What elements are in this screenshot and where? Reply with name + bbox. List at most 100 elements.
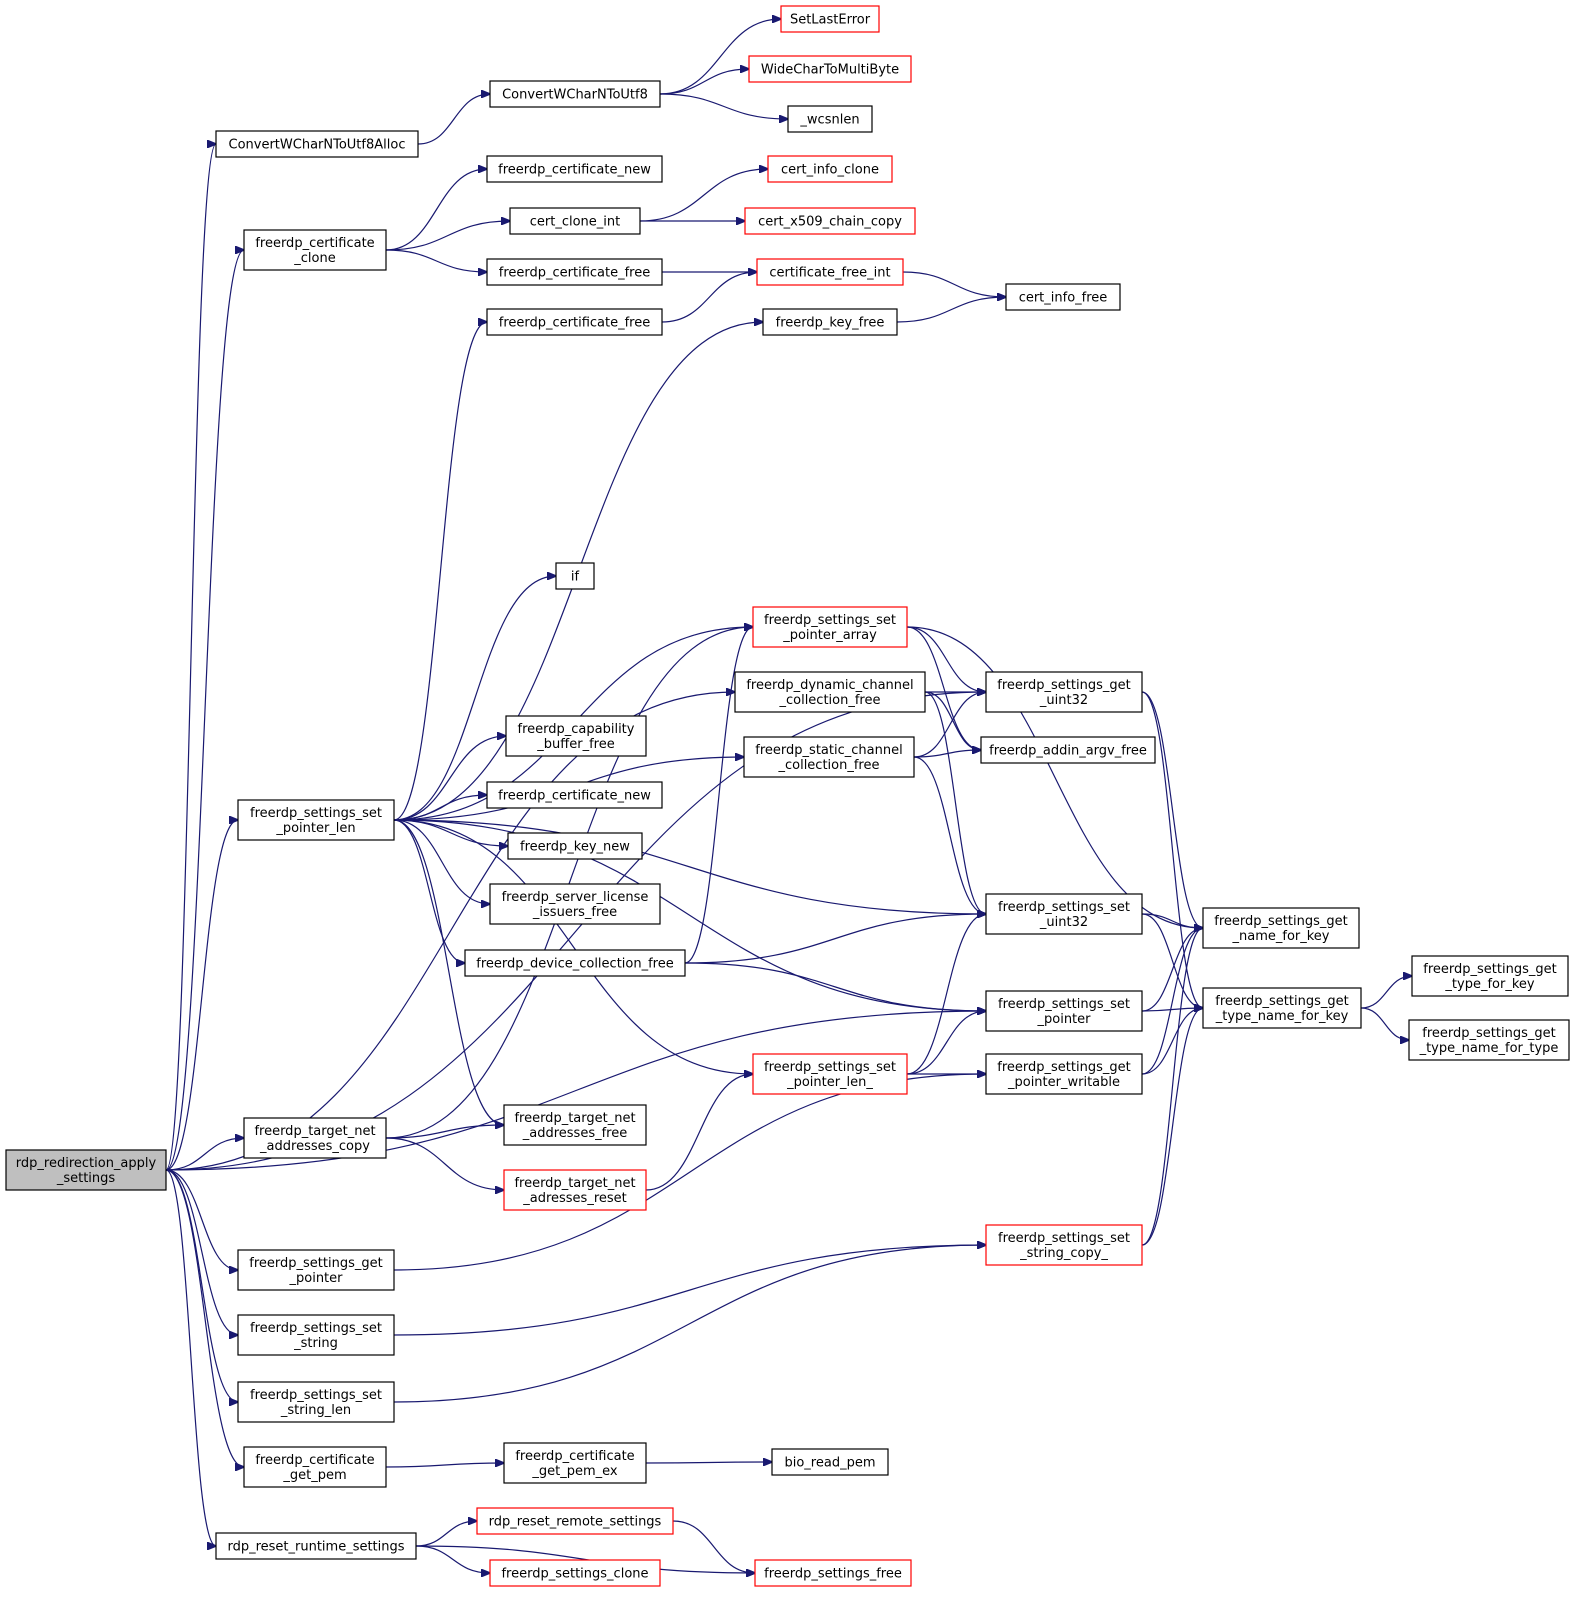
- node-freerdp-capability-buffer-free[interactable]: freerdp_capability_buffer_free: [505, 715, 647, 757]
- node-box: [5, 1149, 167, 1191]
- node-label-line: certificate_free_int: [769, 266, 890, 281]
- node-freerdp-settings-get-type-name-for-type[interactable]: freerdp_settings_get_type_name_for_type: [1408, 1019, 1570, 1061]
- node-box: [985, 893, 1143, 935]
- edge-convertwcharntoutf8-to-setlasterror: [659, 19, 781, 95]
- edge-freerdp-dynamic-channel-collection-free-to-freerdp-settings-set-uint32: [924, 691, 986, 914]
- node-bio-read-pem[interactable]: bio_read_pem: [771, 1448, 889, 1476]
- node-cert-clone-int[interactable]: cert_clone_int: [509, 207, 641, 235]
- node-freerdp-settings-set-uint32[interactable]: freerdp_settings_set_uint32: [985, 893, 1143, 935]
- node-label-line: _collection_free: [778, 693, 880, 708]
- node-box: [780, 5, 880, 33]
- edge-freerdp-static-channel-collection-free-to-freerdp-settings-get-uint32: [913, 692, 986, 758]
- node-freerdp-settings-get-type-name-for-key[interactable]: freerdp_settings_get_type_name_for_key: [1202, 987, 1362, 1029]
- edge-certificate-free-int-to-cert-info-free: [902, 271, 1006, 297]
- node-if[interactable]: if: [555, 562, 595, 590]
- node-label-line: _addresses_free: [522, 1126, 627, 1141]
- node-setlasterror[interactable]: SetLastError: [780, 5, 880, 33]
- node-convertwcharntoutf8alloc[interactable]: ConvertWCharNToUtf8Alloc: [215, 130, 419, 158]
- node-certificate-free-int[interactable]: certificate_free_int: [756, 258, 904, 286]
- node-freerdp-dynamic-channel-collection-free[interactable]: freerdp_dynamic_channel_collection_free: [734, 671, 926, 713]
- node-box: [555, 562, 595, 590]
- edge-freerdp-settings-set-pointer-len-to-freerdp-target-net-addresses-free: [393, 819, 504, 1125]
- edge-rdp-redirection-apply-settings-to-rdp-reset-runtime-settings: [165, 1169, 216, 1546]
- edge-freerdp-settings-get-type-name-for-key-to-freerdp-settings-get-type-name-for-type: [1360, 1007, 1409, 1040]
- edge-freerdp-settings-get-uint32-to-freerdp-settings-get-type-name-for-key: [1141, 691, 1203, 1008]
- node-label-line: _adresses_reset: [522, 1191, 627, 1206]
- node-freerdp-target-net-adresses-reset[interactable]: freerdp_target_net_adresses_reset: [503, 1169, 647, 1211]
- node-freerdp-target-net-addresses-copy[interactable]: freerdp_target_net_addresses_copy: [243, 1117, 387, 1159]
- node-widechartomultibyte[interactable]: WideCharToMultiByte: [748, 55, 912, 83]
- node-box: [787, 105, 873, 133]
- node-box: [486, 781, 663, 809]
- node-label-line: freerdp_settings_get: [1214, 914, 1347, 929]
- node-label-line: rdp_redirection_apply: [16, 1156, 157, 1171]
- node-freerdp-settings-get-pointer[interactable]: freerdp_settings_get_pointer: [237, 1249, 395, 1291]
- node-freerdp-certificate-clone[interactable]: freerdp_certificate_clone: [243, 229, 387, 271]
- edge-freerdp-certificate-clone-to-freerdp-certificate-new-top: [385, 169, 487, 251]
- node-freerdp-settings-free[interactable]: freerdp_settings_free: [754, 1559, 912, 1587]
- node-box: [752, 1053, 908, 1095]
- node-freerdp-settings-get-type-for-key[interactable]: freerdp_settings_get_type_for_key: [1411, 955, 1569, 997]
- node-cert-info-free[interactable]: cert_info_free: [1005, 283, 1121, 311]
- edge-freerdp-settings-set-string-copy-to-freerdp-settings-get-type-name-for-key: [1141, 1008, 1203, 1246]
- node-freerdp-settings-get-uint32[interactable]: freerdp_settings_get_uint32: [985, 671, 1143, 713]
- node-label-line: freerdp_settings_get: [1423, 962, 1556, 977]
- node-label-line: _type_name_for_type: [1419, 1041, 1559, 1056]
- node-wcsnlen[interactable]: _wcsnlen: [787, 105, 873, 133]
- node-freerdp-certificate-free-a[interactable]: freerdp_certificate_free: [486, 258, 663, 286]
- nodes-layer: rdp_redirection_apply_settings ConvertWCh…: [5, 5, 1570, 1587]
- node-label-line: freerdp_settings_set: [764, 613, 896, 628]
- edge-rdp-redirection-apply-settings-to-freerdp-target-net-addresses-copy: [165, 1138, 244, 1171]
- node-convertwcharntoutf8[interactable]: ConvertWCharNToUtf8: [489, 80, 661, 108]
- edge-freerdp-settings-set-pointer-array-to-freerdp-addin-argv-free: [906, 626, 981, 750]
- node-freerdp-key-new[interactable]: freerdp_key_new: [507, 832, 643, 860]
- node-label-line: freerdp_certificate_new: [498, 789, 651, 804]
- edge-freerdp-settings-set-pointer-len-to-freerdp-capability-buffer-free: [393, 736, 506, 821]
- node-freerdp-certificate-get-pem[interactable]: freerdp_certificate_get_pem: [243, 1446, 387, 1488]
- node-freerdp-settings-get-name-for-key[interactable]: freerdp_settings_get_name_for_key: [1202, 907, 1360, 949]
- node-label-line: freerdp_capability: [518, 722, 635, 737]
- node-rdp-reset-remote-settings[interactable]: rdp_reset_remote_settings: [476, 1507, 674, 1535]
- node-label-line: _uint32: [1039, 693, 1088, 708]
- node-freerdp-addin-argv-free[interactable]: freerdp_addin_argv_free: [980, 736, 1156, 764]
- node-freerdp-settings-clone[interactable]: freerdp_settings_clone: [489, 1559, 661, 1587]
- node-label-line: freerdp_certificate: [255, 236, 374, 251]
- edge-freerdp-settings-set-uint32-to-freerdp-settings-get-type-name-for-key: [1141, 913, 1203, 1008]
- node-freerdp-settings-set-pointer-array[interactable]: freerdp_settings_set_pointer_array: [752, 606, 908, 648]
- node-freerdp-certificate-free-b[interactable]: freerdp_certificate_free: [486, 308, 663, 336]
- node-freerdp-settings-set-string-len[interactable]: freerdp_settings_set_string_len: [237, 1381, 395, 1423]
- node-box: [476, 1507, 674, 1535]
- node-freerdp-settings-set-pointer-len[interactable]: freerdp_settings_set_pointer_len: [237, 799, 395, 841]
- node-freerdp-key-free[interactable]: freerdp_key_free: [762, 308, 898, 336]
- node-freerdp-certificate-new-mid[interactable]: freerdp_certificate_new: [486, 781, 663, 809]
- edge-rdp-redirection-apply-settings-to-freerdp-certificate-clone: [165, 250, 244, 1171]
- node-freerdp-settings-set-pointer-len[interactable]: freerdp_settings_set_pointer_len_: [752, 1053, 908, 1095]
- node-box: [464, 949, 686, 977]
- node-freerdp-server-license-issuers-free[interactable]: freerdp_server_license_issuers_free: [489, 883, 661, 925]
- node-freerdp-settings-set-string[interactable]: freerdp_settings_set_string: [237, 1314, 395, 1356]
- node-freerdp-device-collection-free[interactable]: freerdp_device_collection_free: [464, 949, 686, 977]
- node-freerdp-settings-set-string-copy[interactable]: freerdp_settings_set_string_copy_: [985, 1224, 1143, 1266]
- node-box: [771, 1448, 889, 1476]
- node-box: [743, 736, 915, 778]
- node-box: [489, 883, 661, 925]
- node-cert-x509-chain-copy[interactable]: cert_x509_chain_copy: [744, 207, 916, 235]
- node-label-line: freerdp_key_free: [776, 316, 885, 331]
- edge-freerdp-settings-set-string-copy-to-freerdp-settings-get-name-for-key: [1141, 928, 1203, 1246]
- node-rdp-redirection-apply-settings[interactable]: rdp_redirection_apply_settings: [5, 1149, 167, 1191]
- node-rdp-reset-runtime-settings[interactable]: rdp_reset_runtime_settings: [215, 1532, 417, 1560]
- node-freerdp-static-channel-collection-free[interactable]: freerdp_static_channel_collection_free: [743, 736, 915, 778]
- node-freerdp-settings-set-pointer[interactable]: freerdp_settings_set_pointer: [985, 990, 1143, 1032]
- edge-freerdp-static-channel-collection-free-to-freerdp-settings-set-uint32: [913, 756, 986, 914]
- edge-rdp-redirection-apply-settings-to-freerdp-settings-set-pointer-len: [165, 820, 238, 1171]
- node-label-line: _wcsnlen: [799, 113, 859, 128]
- edge-freerdp-settings-set-pointer-len-to-freerdp-settings-set-pointer: [906, 1011, 986, 1075]
- node-freerdp-settings-get-pointer-writable[interactable]: freerdp_settings_get_pointer_writable: [985, 1053, 1143, 1095]
- node-freerdp-certificate-new-top[interactable]: freerdp_certificate_new: [486, 155, 663, 183]
- node-freerdp-certificate-get-pem-ex[interactable]: freerdp_certificate_get_pem_ex: [503, 1442, 647, 1484]
- node-cert-info-clone[interactable]: cert_info_clone: [767, 155, 893, 183]
- node-label-line: freerdp_static_channel: [755, 743, 902, 758]
- edge-rdp-redirection-apply-settings-to-convertwcharntoutf8alloc: [165, 144, 216, 1171]
- node-freerdp-target-net-addresses-free[interactable]: freerdp_target_net_addresses_free: [503, 1104, 647, 1146]
